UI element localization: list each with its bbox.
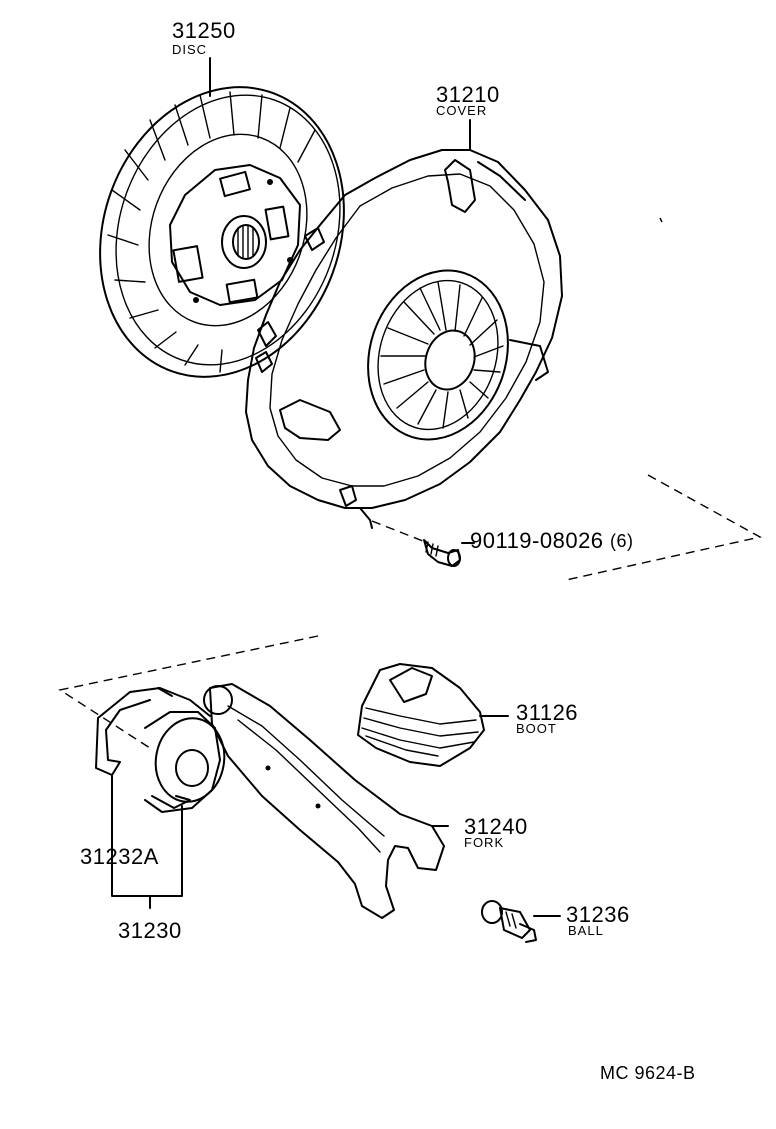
clutch-disc-drawing — [99, 86, 345, 378]
fork-part-number: 31240 — [464, 814, 528, 839]
reference-tick — [659, 217, 663, 223]
disc-part-number: 31250 — [172, 18, 236, 43]
cover-part-name: COVER — [436, 103, 488, 118]
ball-part-number: 31236 — [566, 902, 630, 927]
upper-reference-outline — [565, 474, 762, 581]
release-bearing-drawing — [95, 687, 226, 813]
cover-part-number: 31210 — [436, 82, 500, 107]
bolt-drawing — [423, 539, 461, 567]
fork-part-name: FORK — [464, 835, 505, 850]
bearing-assy-part-number: 31230 — [118, 918, 182, 943]
disc-part-name: DISC — [172, 42, 208, 57]
hub-part-number: 31232A — [80, 844, 159, 869]
lower-reference-outline — [58, 635, 319, 749]
ball-stud-drawing — [481, 900, 537, 943]
diagram-reference-code: MC 9624-B — [600, 1063, 696, 1083]
boot-part-name: BOOT — [516, 721, 557, 736]
boot-part-number: 31126 — [516, 700, 579, 725]
release-fork-drawing — [203, 683, 445, 919]
bearing-assy-bracket — [111, 775, 183, 897]
ball-part-name: BALL — [568, 923, 604, 938]
bolt-dash-line — [371, 520, 429, 544]
clutch-cover-drawing — [245, 149, 563, 529]
bolt-part-number: 90119-08026 — [470, 528, 604, 553]
bolt-quantity: (6) — [610, 531, 634, 551]
boot-drawing — [357, 663, 485, 767]
